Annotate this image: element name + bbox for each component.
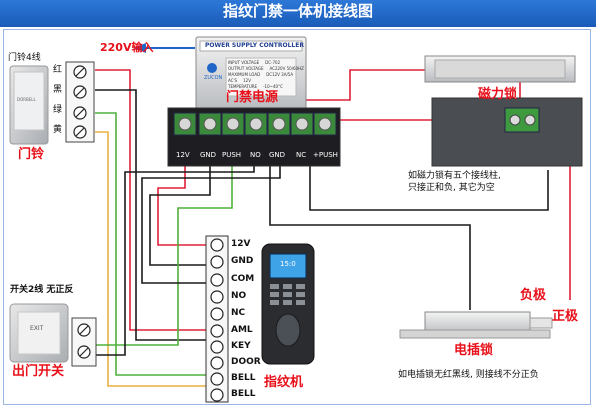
fp-term-bell-1: BELL — [231, 373, 256, 383]
doorbell-name: 门铃 — [18, 147, 45, 162]
fp-term-bell-2: BELL — [231, 389, 256, 399]
doorbell-wire-black-label: 黑 — [53, 85, 63, 95]
doorbell-black-wire — [95, 89, 225, 341]
doorbell-wire-red-label: 红 — [53, 65, 63, 75]
psu-term-push-plus: +PUSH — [313, 151, 338, 159]
exit-button-text: EXIT — [30, 325, 44, 332]
exit-button-unit — [9, 303, 97, 367]
maglock-unit — [424, 55, 583, 167]
wires — [95, 69, 571, 387]
fp-terminal-block — [205, 235, 229, 403]
psu-model-label: POWER SUPPLY CONTROLLER — [205, 42, 304, 49]
gnd-com-wire — [141, 163, 281, 284]
input-arrow — [134, 43, 195, 53]
fp-term-12v: 12V — [231, 239, 251, 249]
diagram-frame — [3, 29, 591, 405]
exit-common-wire — [95, 163, 255, 356]
push-to-exit-wire — [95, 163, 233, 346]
maglock-note-2: 只接正和负, 其它为空 — [408, 183, 495, 193]
power-12v-wire — [157, 163, 225, 246]
input-220v-label: 220V输入 — [100, 41, 154, 54]
strike-neg-wire — [269, 163, 471, 310]
psu-term-gnd2: GND — [269, 151, 286, 159]
strike-positive-label: 正极 — [552, 309, 579, 324]
doorbell-yellow-wire — [95, 131, 225, 387]
title-banner — [0, 0, 596, 27]
strike-negative-label: 负极 — [520, 288, 547, 303]
doorbell-wire-green-label: 绿 — [53, 105, 63, 115]
exit-name: 出门开关 — [12, 364, 65, 379]
fp-term-aml: AML — [231, 325, 253, 335]
fingerprint-sensor-icon — [275, 313, 301, 347]
fingerprint-name: 指纹机 — [264, 375, 304, 390]
fp-term-gnd: GND — [231, 256, 254, 266]
zucon-logo-icon — [207, 63, 217, 73]
doorbell-green-wire — [95, 112, 225, 376]
strike-note: 如电插锁无红黑线, 则接线不分正负 — [398, 370, 539, 380]
maglock-name: 磁力锁 — [478, 87, 518, 102]
psu-term-no: NO — [250, 151, 261, 159]
doorbell-brand: DORBELL — [17, 97, 36, 102]
maglock-note-1: 如磁力锁有五个接线柱, — [408, 171, 501, 181]
fp-term-key: KEY — [231, 341, 251, 351]
power-gnd-wire — [149, 163, 225, 266]
psu-term-12v: 12V — [176, 151, 190, 159]
exit-note: 开关2线 无正反 — [10, 285, 74, 295]
fp-term-no: NO — [231, 291, 247, 301]
fp-screen-time: 15:0 — [280, 260, 296, 268]
maglock-pos-wire — [232, 69, 521, 120]
electric-lock-unit — [399, 311, 553, 339]
psu-term-nc: NC — [296, 151, 307, 159]
fingerprint-reader — [261, 243, 315, 365]
psu-term-push: PUSH — [222, 151, 242, 159]
psu-name: 门禁电源 — [226, 90, 279, 105]
maglock-neg-wire — [309, 163, 549, 211]
fp-term-com: COM — [231, 274, 255, 284]
psu-term-gnd: GND — [200, 151, 217, 159]
doorbell-wire-yellow-label: 黄 — [53, 125, 63, 135]
doorbell-wire-count: 门铃4线 — [8, 53, 41, 63]
diagram-title: 指纹门禁一体机接线图 — [222, 2, 373, 20]
doorbell-unit — [9, 61, 95, 145]
fp-term-nc: NC — [231, 308, 246, 318]
fp-term-door: DOOR — [231, 357, 261, 367]
power-supply-unit — [167, 36, 341, 167]
strike-name: 电插锁 — [454, 343, 494, 358]
psu-brand: ZUCON — [204, 75, 223, 81]
